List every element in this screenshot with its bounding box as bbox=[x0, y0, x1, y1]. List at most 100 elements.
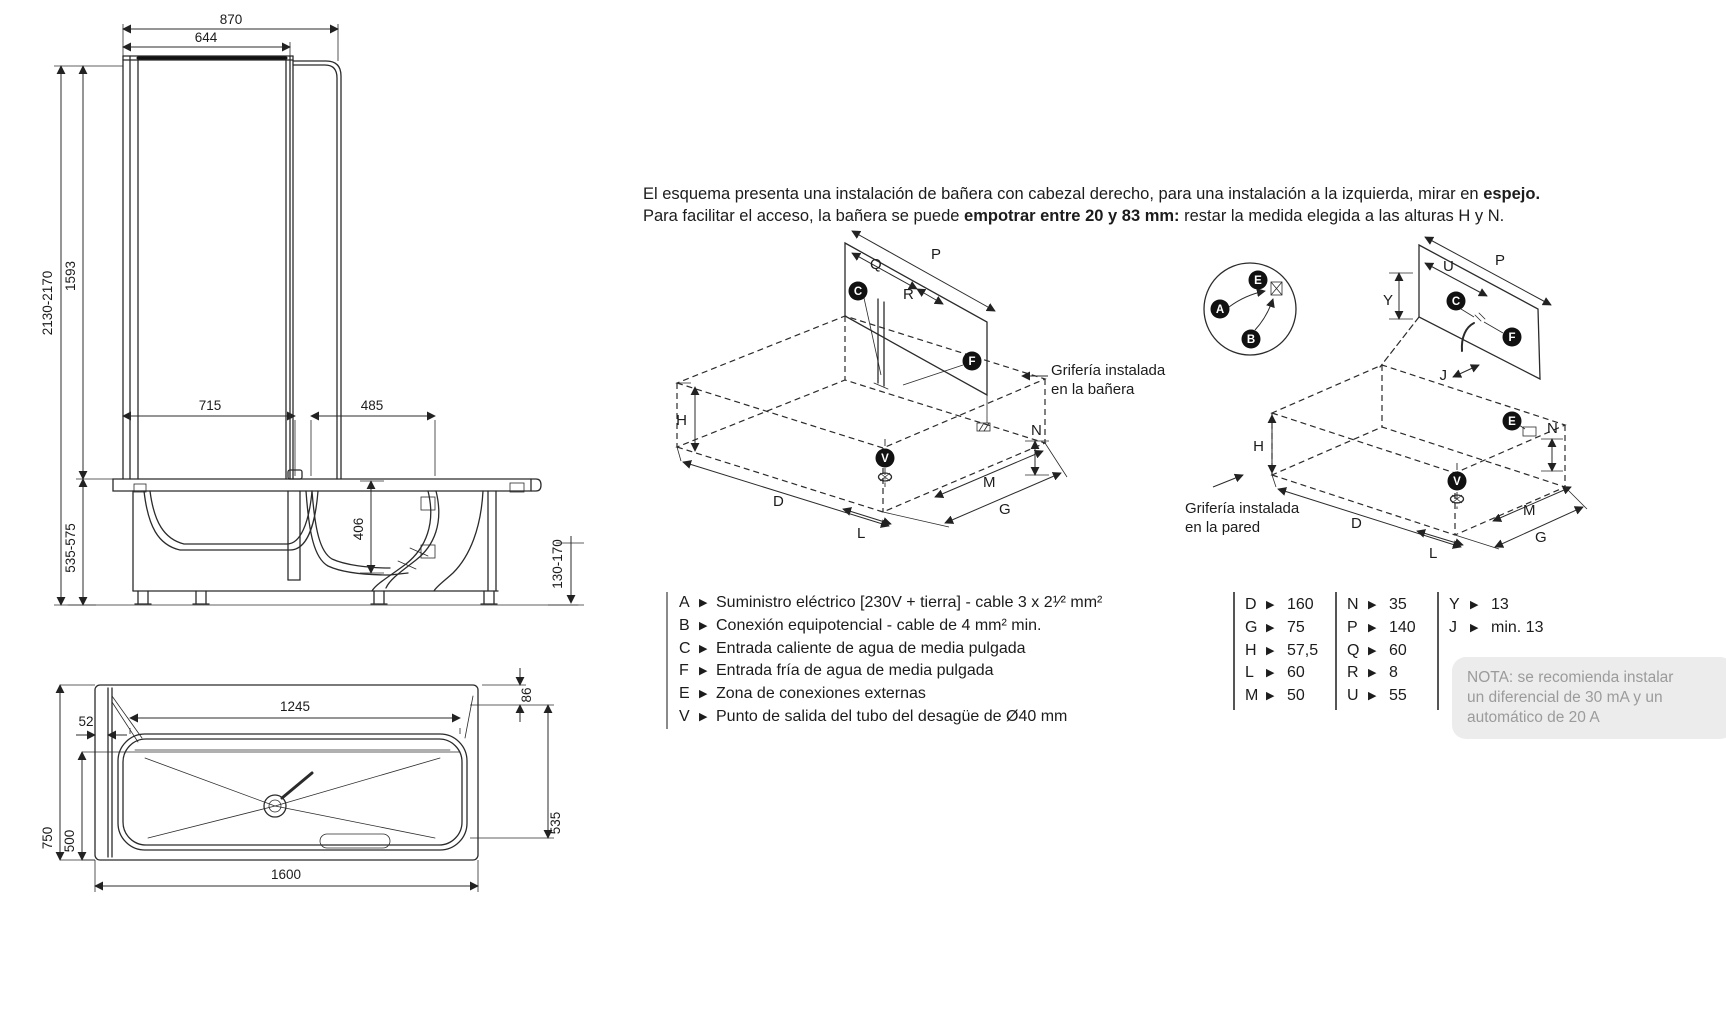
dim-screen-height: 1593 bbox=[63, 261, 78, 291]
table-row-R: R▶8 bbox=[1347, 662, 1416, 685]
table-rule-1 bbox=[1233, 592, 1235, 710]
bullet-icon: ▶ bbox=[699, 710, 708, 723]
dim-total-length: 1600 bbox=[271, 867, 301, 882]
table-key: J bbox=[1449, 618, 1457, 636]
legend-text: Suministro eléctrico [230V + tierra] - c… bbox=[716, 594, 1103, 611]
table-row-M: M ▶ 50 bbox=[1245, 685, 1318, 708]
electric-badge-letter: A bbox=[1216, 304, 1224, 316]
table-key: G bbox=[1245, 618, 1258, 636]
iso1-H: H bbox=[676, 412, 687, 429]
shower-screen bbox=[122, 55, 342, 480]
table-value: 50 bbox=[1287, 687, 1305, 705]
table-key: Y bbox=[1449, 596, 1460, 613]
table-row-P: P▶140 bbox=[1347, 617, 1416, 640]
external-zone-badge-2-letter: E bbox=[1508, 416, 1516, 428]
table-value: 60 bbox=[1389, 641, 1407, 659]
note-line-2: un diferencial de 30 mA y un bbox=[1467, 689, 1663, 706]
table-value: 35 bbox=[1389, 596, 1407, 613]
legend-text: Conexión equipotencial - cable de 4 mm² … bbox=[716, 616, 1042, 634]
bullet-icon: ▶ bbox=[1470, 599, 1479, 611]
bullet-icon: ▶ bbox=[699, 619, 708, 632]
dim-inner-depth: 406 bbox=[351, 518, 366, 541]
iso1-dimensions: P Q R H D L M G N bbox=[676, 230, 1068, 542]
external-zone-badge-letter: E bbox=[1254, 275, 1262, 287]
caption-tap-on-wall-line1: Grifería instalada bbox=[1185, 500, 1300, 517]
iso-view-tap-on-bath: P Q R H D L M G N C F V bbox=[675, 230, 1068, 542]
dim-rim-offset: 86 bbox=[519, 687, 534, 702]
iso2-H: H bbox=[1253, 438, 1264, 455]
iso2-M: M bbox=[1523, 502, 1536, 519]
caption-tap-on-bath-line2: en la bañera bbox=[1051, 381, 1135, 398]
intro-line1-bold: espejo. bbox=[1483, 185, 1541, 203]
table-row-Y: Y▶13 bbox=[1449, 594, 1543, 617]
table-key: Q bbox=[1347, 641, 1360, 659]
wall-panel-2 bbox=[1379, 243, 1541, 381]
dim-tub-height: 535-575 bbox=[63, 523, 78, 573]
table-row-J: J ▶ min. 13 bbox=[1449, 617, 1543, 640]
legend-item-C: C▶Entrada caliente de agua de media pulg… bbox=[679, 638, 1102, 661]
equipotential-badge bbox=[1241, 329, 1261, 349]
bullet-icon: ▶ bbox=[699, 597, 708, 609]
plan-extension-lines bbox=[60, 684, 554, 892]
table-row-D: D▶160 bbox=[1245, 594, 1318, 617]
iso2-dimensions: P U Y J H D L M G N bbox=[1253, 236, 1588, 562]
intro-line1-text: El esquema presenta una instalación de b… bbox=[643, 185, 1484, 203]
adjustable-feet bbox=[67, 590, 579, 606]
plan-structure bbox=[94, 684, 479, 861]
legend-item-V: V▶Punto de salida del tubo del desagüe d… bbox=[679, 706, 1102, 729]
table-key: L bbox=[1245, 664, 1254, 682]
iso2-J: J bbox=[1440, 367, 1448, 384]
legend-text: Entrada fría de agua de media pulgada bbox=[716, 662, 994, 680]
iso1-P: P bbox=[931, 246, 941, 263]
drain-badge-letter: V bbox=[881, 453, 889, 465]
connection-detail-circle: A E B bbox=[1203, 262, 1297, 356]
iso1-badges: C F V bbox=[848, 281, 982, 487]
dim-table-col1: D▶160 G▶75 H▶57,5 L▶60 M▶50 bbox=[1245, 594, 1318, 708]
iso2-D: D bbox=[1351, 515, 1362, 532]
table-value: 8 bbox=[1389, 664, 1398, 682]
iso2-badges: C F E V bbox=[1446, 291, 1537, 509]
bullet-icon: ▶ bbox=[1368, 621, 1377, 634]
legend-item-F: F▶Entrada fría de agua de media pulgada bbox=[679, 660, 1102, 683]
iso1-D: D bbox=[773, 493, 784, 510]
table-value: 60 bbox=[1287, 664, 1305, 682]
note-line-1: NOTA: se recomienda instalar bbox=[1467, 669, 1674, 686]
dim-rail-offset: 52 bbox=[78, 714, 93, 729]
iso1-L: L bbox=[857, 525, 865, 542]
dim-right-depth: 535 bbox=[548, 812, 563, 835]
caption-tap-on-wall-line2: en la pared bbox=[1185, 519, 1261, 536]
iso2-P: P bbox=[1495, 252, 1505, 269]
hot-water-badge-2-letter: C bbox=[1452, 296, 1460, 308]
front-elevation-drawing: 870 644 2130-2170 1593 535-575 715 485 4… bbox=[40, 12, 584, 606]
legend-item-A: A▶Suministro eléctrico [230V + tierra] -… bbox=[679, 592, 1102, 615]
legend-key: E bbox=[679, 685, 690, 703]
bullet-icon: ▶ bbox=[1368, 599, 1377, 611]
bullet-icon: ▶ bbox=[1368, 644, 1377, 657]
hot-water-badge bbox=[848, 281, 868, 301]
dim-tub-left-width: 715 bbox=[199, 398, 222, 413]
table-row-N: N ▶ 35 bbox=[1347, 594, 1416, 617]
bullet-icon: ▶ bbox=[1470, 621, 1479, 634]
bullet-icon: ▶ bbox=[1266, 690, 1275, 703]
legend-text: Punto de salida del tubo del desagüe de … bbox=[716, 707, 1068, 725]
table-value: 57,5 bbox=[1287, 641, 1319, 659]
iso1-G: G bbox=[999, 501, 1011, 518]
intro-line-1: El esquema presenta una instalación de b… bbox=[643, 184, 1683, 206]
table-value: 140 bbox=[1389, 618, 1416, 636]
iso2-Y: Y bbox=[1383, 292, 1393, 309]
table-value: min. 13 bbox=[1491, 618, 1544, 636]
intro-line2-bold: empotrar entre 20 y 83 mm: bbox=[964, 206, 1180, 225]
cold-water-badge bbox=[962, 351, 982, 371]
note-box: NOTA: se recomienda instalar un diferenc… bbox=[1452, 657, 1726, 739]
table-key: M bbox=[1245, 687, 1259, 705]
legend-list: A▶Suministro eléctrico [230V + tierra] -… bbox=[666, 592, 1102, 729]
iso2-U: U bbox=[1443, 258, 1454, 275]
iso-view-tap-on-wall: A E B P U Y J H D L M G bbox=[1203, 236, 1588, 562]
elevation-dimensions: 870 644 2130-2170 1593 535-575 715 485 4… bbox=[40, 12, 576, 606]
external-zone-badge-2 bbox=[1502, 411, 1522, 431]
table-key: N bbox=[1347, 596, 1359, 613]
dim-screen-width: 644 bbox=[195, 30, 218, 45]
legend-text: Zona de conexiones externas bbox=[716, 685, 926, 703]
bullet-icon: ▶ bbox=[699, 688, 708, 701]
